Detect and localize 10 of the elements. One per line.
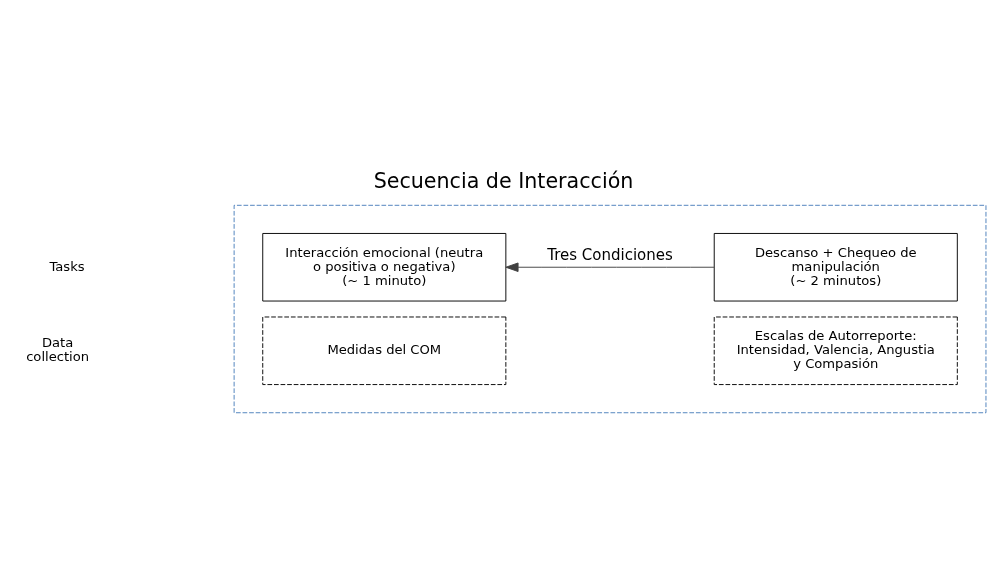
node-box: Medidas del COM bbox=[262, 316, 507, 386]
diagram-title: Secuencia de Interacción bbox=[373, 169, 634, 194]
node-box: Descanso + Chequeo de manipulación (~ 2 minutos) bbox=[713, 233, 958, 302]
label: Tasks bbox=[49, 258, 85, 274]
node-box: Interacción emocional (neutra o positiva o negativa) (~ 1 minuto) bbox=[262, 233, 507, 302]
edge-label: Tres Condiciones bbox=[547, 245, 673, 264]
cluster bbox=[233, 204, 987, 414]
node-box: Escalas de Autorreporte: Intensidad, Valencia, Angustia y Compasión bbox=[713, 316, 958, 386]
label: Data collection bbox=[26, 335, 90, 365]
arrow bbox=[505, 262, 715, 272]
